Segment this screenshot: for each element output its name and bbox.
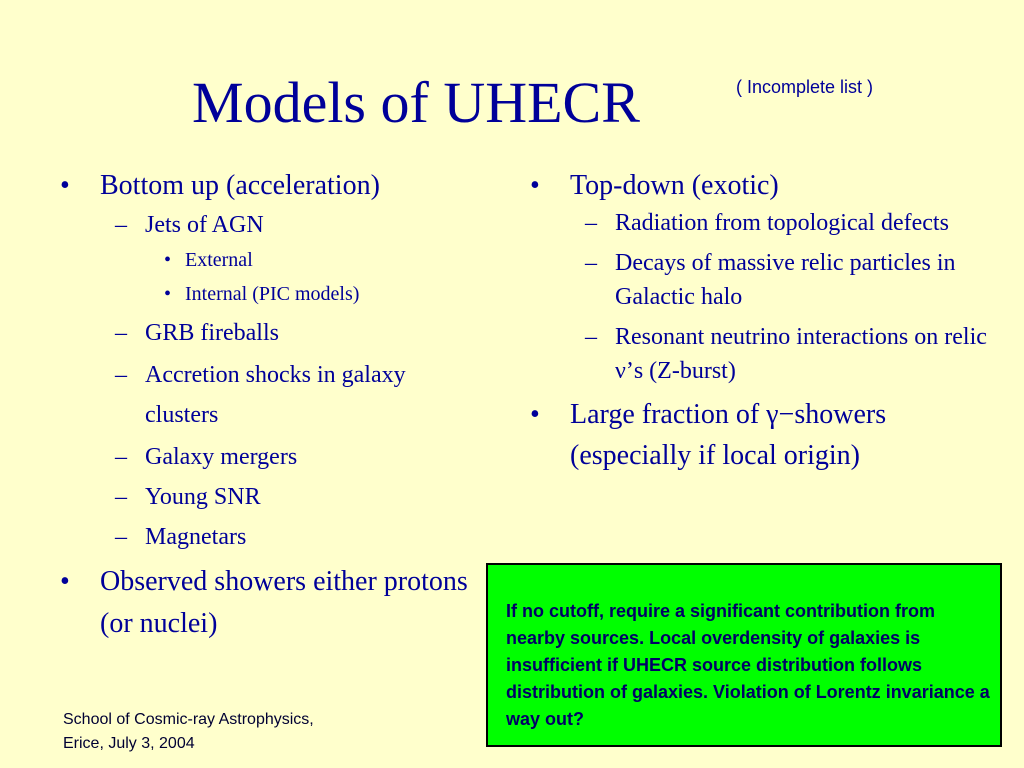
list-item: – Young SNR bbox=[60, 479, 480, 515]
dash-icon: – bbox=[115, 212, 127, 238]
list-item: – Decays of massive relic particles in G… bbox=[530, 246, 1000, 314]
note-box: If no cutoff, require a significant cont… bbox=[486, 563, 1002, 747]
list-item-continuation: clusters bbox=[60, 397, 480, 433]
dash-icon: – bbox=[115, 444, 127, 470]
snr-label: Young SNR bbox=[145, 484, 261, 510]
list-item: – Galaxy mergers bbox=[60, 439, 480, 475]
list-item: • Bottom up (acceleration) bbox=[60, 165, 480, 207]
list-item: – Jets of AGN bbox=[60, 207, 480, 243]
bottom-up-label: Bottom up (acceleration) bbox=[100, 170, 380, 201]
bullet-icon: • bbox=[60, 566, 70, 597]
list-item: – Resonant neutrino interactions on reli… bbox=[530, 320, 1000, 388]
accretion-label-line1: Accretion shocks in galaxy bbox=[145, 362, 406, 388]
list-item: – GRB fireballs bbox=[60, 315, 480, 351]
bullet-icon: • bbox=[164, 249, 172, 271]
resonant-label: Resonant neutrino interactions on relic … bbox=[615, 324, 987, 384]
slide-title: Models of UHECR bbox=[192, 70, 640, 135]
slide-subtitle: ( Incomplete list ) bbox=[736, 77, 874, 97]
mergers-label: Galaxy mergers bbox=[145, 444, 298, 470]
note-text: If no cutoff, require a significant cont… bbox=[506, 601, 990, 729]
dash-icon: – bbox=[115, 320, 127, 346]
footer-line-2: Erice, July 3, 2004 bbox=[63, 735, 195, 752]
radiation-label: Radiation from topological defects bbox=[615, 210, 949, 236]
dash-icon: – bbox=[115, 362, 127, 388]
list-item: – Radiation from topological defects bbox=[530, 206, 955, 240]
footer-line-1: School of Cosmic-ray Astrophysics, bbox=[63, 711, 314, 728]
left-column: • Bottom up (acceleration) – Jets of AGN… bbox=[60, 165, 480, 645]
dash-icon: – bbox=[585, 324, 597, 350]
list-item: • Large fraction of γ−showers (especiall… bbox=[530, 394, 970, 476]
bullet-icon: • bbox=[164, 283, 172, 305]
bullet-icon: • bbox=[60, 170, 70, 201]
footer: School of Cosmic-ray Astrophysics, Erice… bbox=[63, 708, 314, 756]
decays-label: Decays of massive relic particles in Gal… bbox=[615, 250, 956, 310]
gamma-label: Large fraction of γ−showers (especially … bbox=[570, 399, 887, 471]
list-item: • Top-down (exotic) bbox=[530, 165, 1000, 206]
magnetars-label: Magnetars bbox=[145, 524, 247, 550]
list-item: • Observed showers either protons (or nu… bbox=[60, 561, 480, 645]
bullet-icon: • bbox=[530, 170, 540, 201]
external-label: External bbox=[185, 249, 253, 271]
right-column: • Top-down (exotic) – Radiation from top… bbox=[530, 165, 1000, 476]
list-item: • External bbox=[60, 243, 480, 277]
observed-label: Observed showers either protons (or nucl… bbox=[100, 566, 468, 639]
list-item: – Magnetars bbox=[60, 519, 480, 555]
dash-icon: – bbox=[585, 250, 597, 276]
dash-icon: – bbox=[115, 524, 127, 550]
accretion-label-line2: clusters bbox=[145, 402, 219, 428]
internal-label: Internal (PIC models) bbox=[185, 283, 360, 305]
dash-icon: – bbox=[585, 210, 597, 236]
list-item: – Accretion shocks in galaxy bbox=[60, 357, 480, 393]
bullet-icon: • bbox=[530, 399, 540, 430]
list-item: • Internal (PIC models) bbox=[60, 277, 480, 311]
dash-icon: – bbox=[115, 484, 127, 510]
grb-label: GRB fireballs bbox=[145, 320, 279, 346]
top-down-label: Top-down (exotic) bbox=[570, 170, 779, 201]
jets-label: Jets of AGN bbox=[145, 212, 264, 238]
